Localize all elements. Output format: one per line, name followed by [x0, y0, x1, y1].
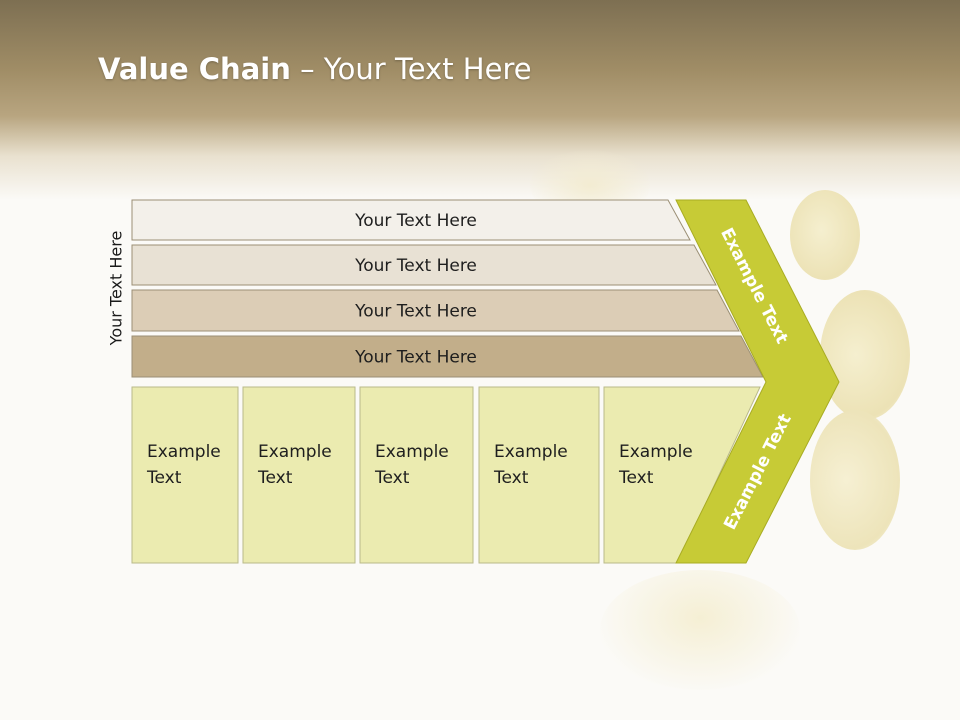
example-box-4 [478, 386, 600, 564]
chain-row-3 [131, 289, 740, 332]
reflection: Example Text ExampleTextExampleTextExamp… [0, 564, 960, 714]
example-box-line: Example [375, 442, 449, 462]
example-box-line: Text [494, 468, 529, 488]
example-box-line: Text [147, 468, 182, 488]
chevron-arrow [675, 199, 840, 564]
example-box-line: Text [619, 468, 654, 488]
example-box-line: Example [619, 442, 693, 462]
chain-row-label: Your Text Here [354, 348, 477, 368]
example-box-2 [242, 386, 356, 564]
chain-row-label: Your Text Here [354, 211, 477, 231]
example-box-line: Example [494, 442, 568, 462]
example-box-line: Text [375, 468, 410, 488]
chain-row-label: Your Text Here [354, 302, 477, 322]
example-box-line: Text [258, 468, 293, 488]
slide-title: Value Chain – Your Text Here [98, 52, 532, 86]
banana-slice-image [600, 570, 800, 690]
example-box-line: Example [147, 442, 221, 462]
title-bold: Value Chain [98, 52, 291, 86]
banana-slice-image [790, 190, 860, 280]
banana-slice-image [810, 410, 900, 550]
title-rest: – Your Text Here [290, 52, 532, 86]
example-box-3 [359, 386, 474, 564]
example-box-line: Example [258, 442, 332, 462]
chain-row-label: Your Text Here [354, 256, 477, 276]
example-box-1 [131, 386, 239, 564]
chain-row-1 [131, 199, 691, 241]
chain-row-2 [131, 244, 717, 286]
header-band [0, 0, 960, 200]
banana-slice-image [820, 290, 910, 420]
